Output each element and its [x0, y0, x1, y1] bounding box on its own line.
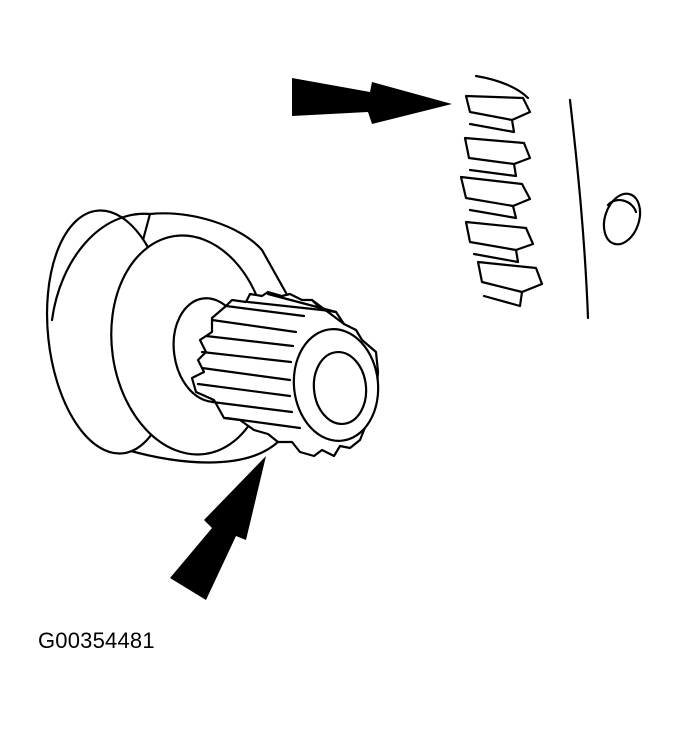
pinion-gear-arrow — [170, 456, 266, 600]
ring-gear-tooth — [459, 175, 532, 220]
flywheel-bolt-hole — [602, 192, 642, 246]
figure-caption: G00354481 — [38, 628, 155, 653]
pinion-teeth — [196, 292, 346, 430]
ring-gear-tooth — [476, 260, 544, 308]
ring-gear-tooth — [464, 220, 535, 264]
flywheel-ring-gear — [459, 74, 642, 320]
ring-gear-tooth — [463, 136, 532, 178]
ring-gear-teeth — [459, 94, 544, 308]
flywheel-ring-gear-arrow — [292, 78, 452, 124]
pinion-hub — [312, 350, 368, 426]
starter-drive-pinion-gear — [45, 209, 380, 464]
ring-gear-tooth — [464, 94, 532, 134]
